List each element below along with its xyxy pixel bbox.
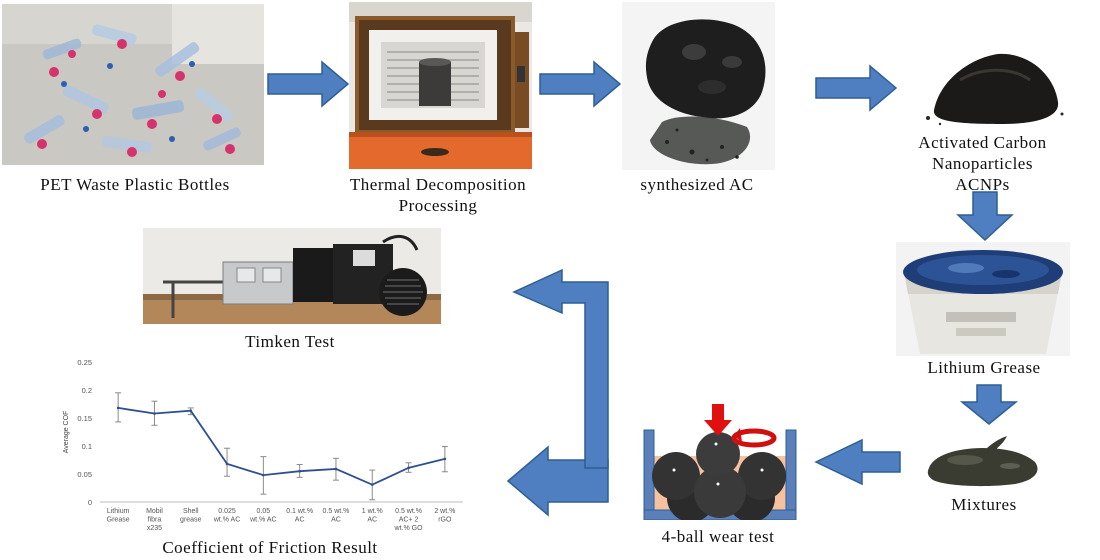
- caption-cof-result: Coefficient of Friction Result: [162, 538, 378, 557]
- arrow-down-1: [956, 191, 1014, 242]
- four-ball-illustration: [636, 398, 801, 520]
- pet-bottles-photo: [2, 4, 264, 165]
- arrow-down-2: [959, 384, 1019, 425]
- caption-lithium-grease: Lithium Grease: [927, 358, 1041, 377]
- x-tick-label: 2 wt.%rGO: [434, 508, 455, 524]
- caption-mixtures: Mixtures: [951, 495, 1017, 514]
- arrow-right-1: [267, 60, 350, 108]
- x-tick-label: 1 wt.%AC: [362, 508, 383, 524]
- furnace-photo: [349, 2, 532, 169]
- caption-acnp-line2: Nanoparticles: [932, 154, 1033, 173]
- y-axis-label: Average COF: [63, 411, 70, 454]
- timken-tester-photo: [143, 228, 441, 324]
- arrow-left-2: [506, 445, 609, 517]
- data-point: [370, 483, 374, 486]
- y-tick-label: 0.25: [77, 358, 92, 367]
- lithium-grease-photo: [896, 242, 1070, 356]
- data-point: [298, 469, 301, 473]
- cof-series-line: [118, 407, 446, 486]
- caption-pet-bottles: PET Waste Plastic Bottles: [40, 175, 230, 194]
- x-tick-label: 0.1 wt.%AC: [286, 508, 313, 524]
- arrow-right-3: [815, 64, 898, 112]
- arrow-right-2: [539, 60, 622, 108]
- y-tick-label: 0.05: [77, 470, 92, 479]
- y-tick-label: 0.15: [77, 414, 92, 423]
- data-point: [443, 457, 447, 461]
- caption-acnp-line3: ACNPs: [955, 175, 1010, 194]
- data-point: [153, 412, 156, 415]
- y-tick-label: 0: [88, 498, 92, 507]
- arrow-up-left: [512, 268, 609, 469]
- caption-acnp: Activated Carbon Nanoparticles ACNPs: [895, 132, 1070, 195]
- caption-timken: Timken Test: [245, 332, 335, 351]
- acnp-powder-photo: [920, 40, 1070, 130]
- caption-acnp-line1: Activated Carbon: [918, 133, 1047, 152]
- arrow-left-1: [814, 438, 901, 486]
- data-point: [116, 406, 120, 410]
- caption-synthesized-ac: synthesized AC: [640, 175, 754, 194]
- caption-four-ball: 4-ball wear test: [661, 527, 775, 546]
- data-point: [189, 409, 193, 413]
- data-point: [262, 473, 265, 477]
- synthesized-ac-photo: [622, 2, 775, 170]
- data-point: [225, 462, 229, 466]
- y-tick-label: 0.1: [82, 442, 92, 451]
- data-point: [407, 466, 410, 470]
- x-tick-label: 0.5 wt.%AC: [323, 508, 350, 524]
- caption-thermal-decomposition: Thermal Decomposition Processing: [349, 175, 527, 215]
- data-point: [334, 467, 338, 471]
- y-tick-label: 0.2: [82, 386, 92, 395]
- mixtures-photo: [925, 432, 1043, 490]
